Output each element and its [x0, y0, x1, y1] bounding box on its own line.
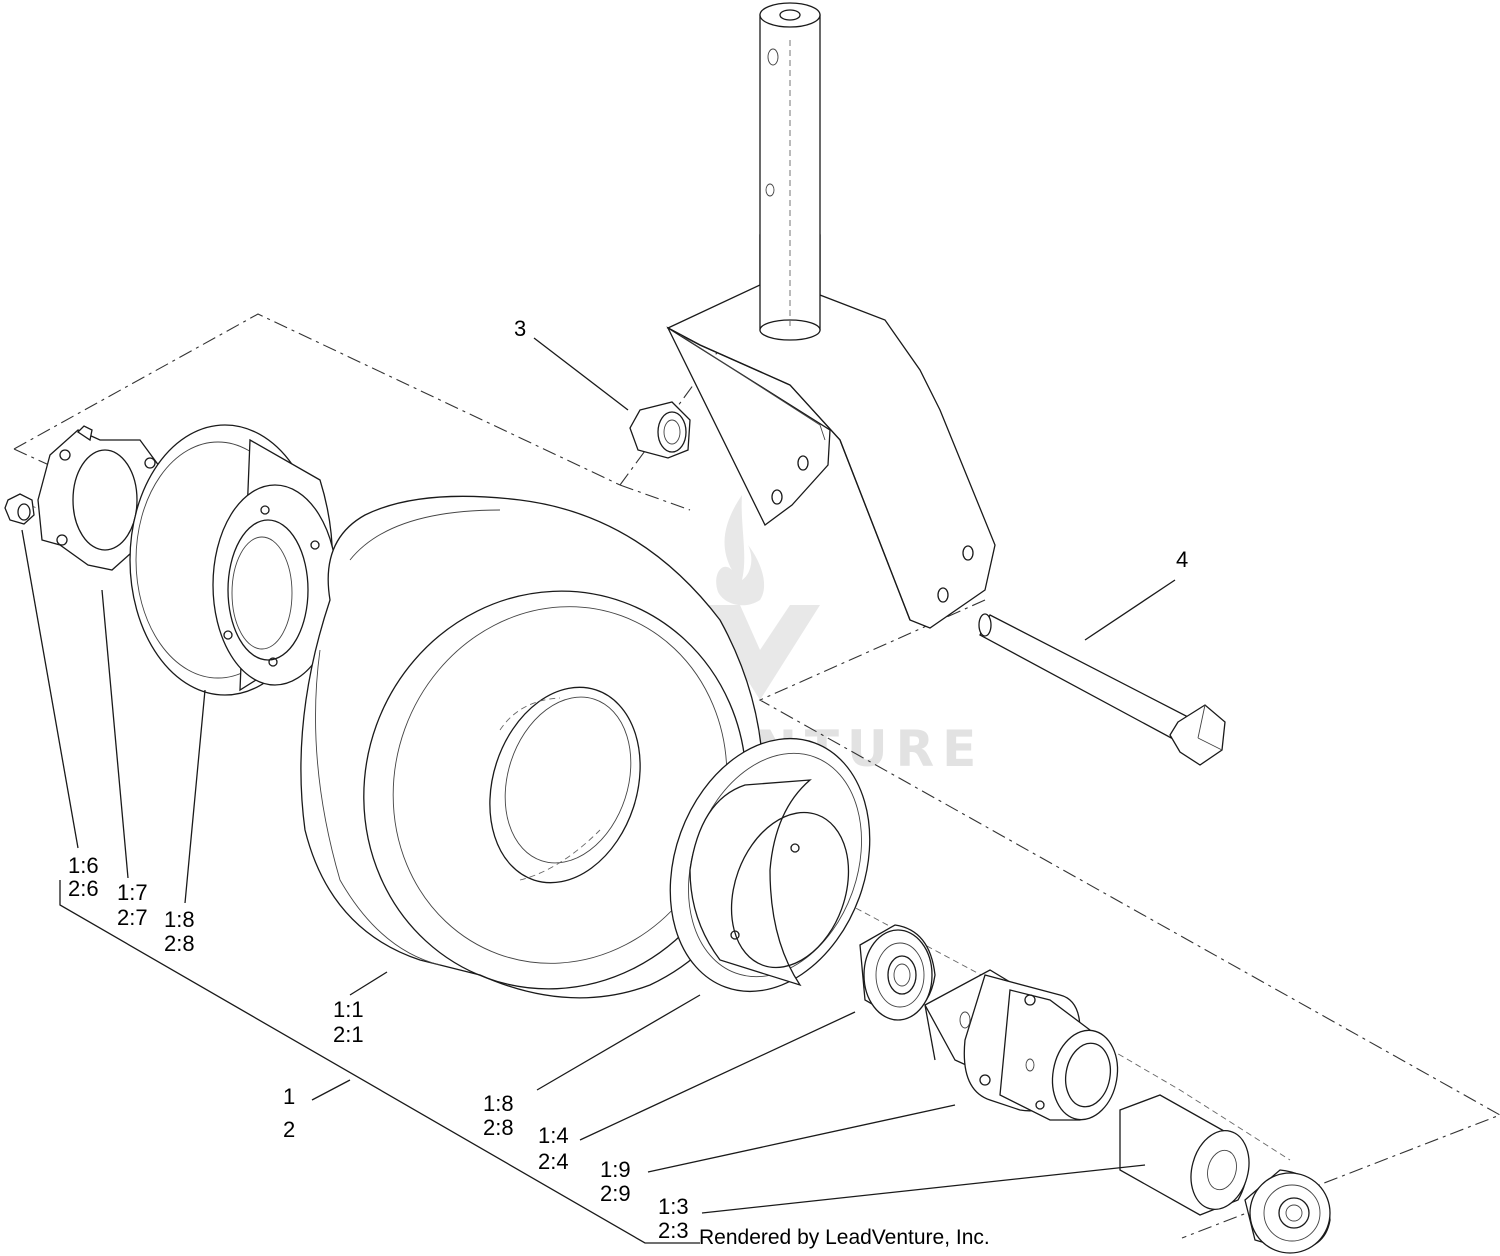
- callout-1-7: 1:7: [117, 880, 148, 905]
- callout-labels: 3 4 1:6 2:6 1:7 2:7 1:8 2:8 1:1 2:1 1 2 …: [68, 316, 1188, 1243]
- callout-1-8: 1:8: [164, 907, 195, 932]
- callout-2-8: 2:8: [164, 931, 195, 956]
- rim-half-left: [129, 424, 338, 696]
- callout-2-4: 2:4: [538, 1149, 569, 1174]
- callout-2-6: 2:6: [68, 876, 99, 901]
- nut: [629, 401, 691, 459]
- spacer-tube: [1119, 1094, 1250, 1216]
- wheel-hub: [924, 969, 1119, 1121]
- callout-1-6: 1:6: [68, 853, 99, 878]
- callout-1-1: 1:1: [333, 997, 364, 1022]
- callout-4: 4: [1176, 547, 1188, 572]
- outer-bearing: [1244, 1169, 1331, 1254]
- callout-1-4: 1:4: [538, 1123, 569, 1148]
- callout-2-7: 2:7: [117, 905, 148, 930]
- callout-2-1: 2:1: [333, 1022, 364, 1047]
- lug-nut: [4, 493, 35, 525]
- bearing: [859, 924, 936, 1021]
- rim-half-right: [669, 737, 871, 993]
- callout-1-9: 1:9: [600, 1157, 631, 1182]
- callout-2-9: 2:9: [600, 1181, 631, 1206]
- callout-2: 2: [283, 1117, 295, 1142]
- callout-1: 1: [283, 1084, 295, 1109]
- caster-fork: [666, 2, 996, 629]
- callout-3: 3: [514, 316, 526, 341]
- callout-2-8-right: 2:8: [483, 1115, 514, 1140]
- callout-1-3: 1:3: [658, 1194, 689, 1219]
- callout-2-3: 2:3: [658, 1218, 689, 1243]
- render-credit: Rendered by LeadVenture, Inc.: [699, 1226, 990, 1249]
- leadventure-flame-logo: [700, 495, 820, 700]
- tire: [300, 495, 764, 999]
- leader-lines: [21, 337, 1176, 1244]
- axle-bolt: [978, 613, 1226, 766]
- callout-1-8-right: 1:8: [483, 1091, 514, 1116]
